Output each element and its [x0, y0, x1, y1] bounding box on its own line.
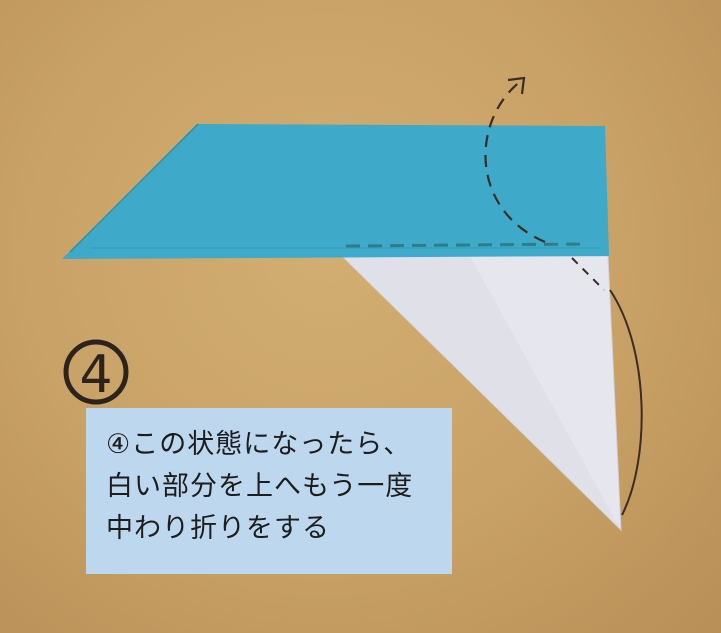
fold-dashed-hint: [571, 257, 605, 291]
fold-arrow-curve-dashed: [484, 79, 546, 244]
fold-arrow-curve-solid: [609, 289, 643, 516]
caption-line-3: 中わり折りをする: [106, 513, 330, 544]
arrow-head-icon: [507, 76, 526, 95]
caption-box: ④この状態になったら、 白い部分を上へもう一度 中わり折りをする: [86, 408, 452, 574]
blue-crease-line: [69, 123, 199, 253]
caption-line-1: ④この状態になったら、: [106, 429, 412, 460]
blue-paper: [62, 124, 609, 259]
step-marker-number: 4: [79, 345, 112, 405]
white-paper-shade: [342, 256, 621, 530]
caption-line-2: 白い部分を上へもう一度: [106, 471, 414, 502]
step-marker-circle: [63, 339, 129, 405]
fold-dashed-line: [345, 242, 589, 248]
